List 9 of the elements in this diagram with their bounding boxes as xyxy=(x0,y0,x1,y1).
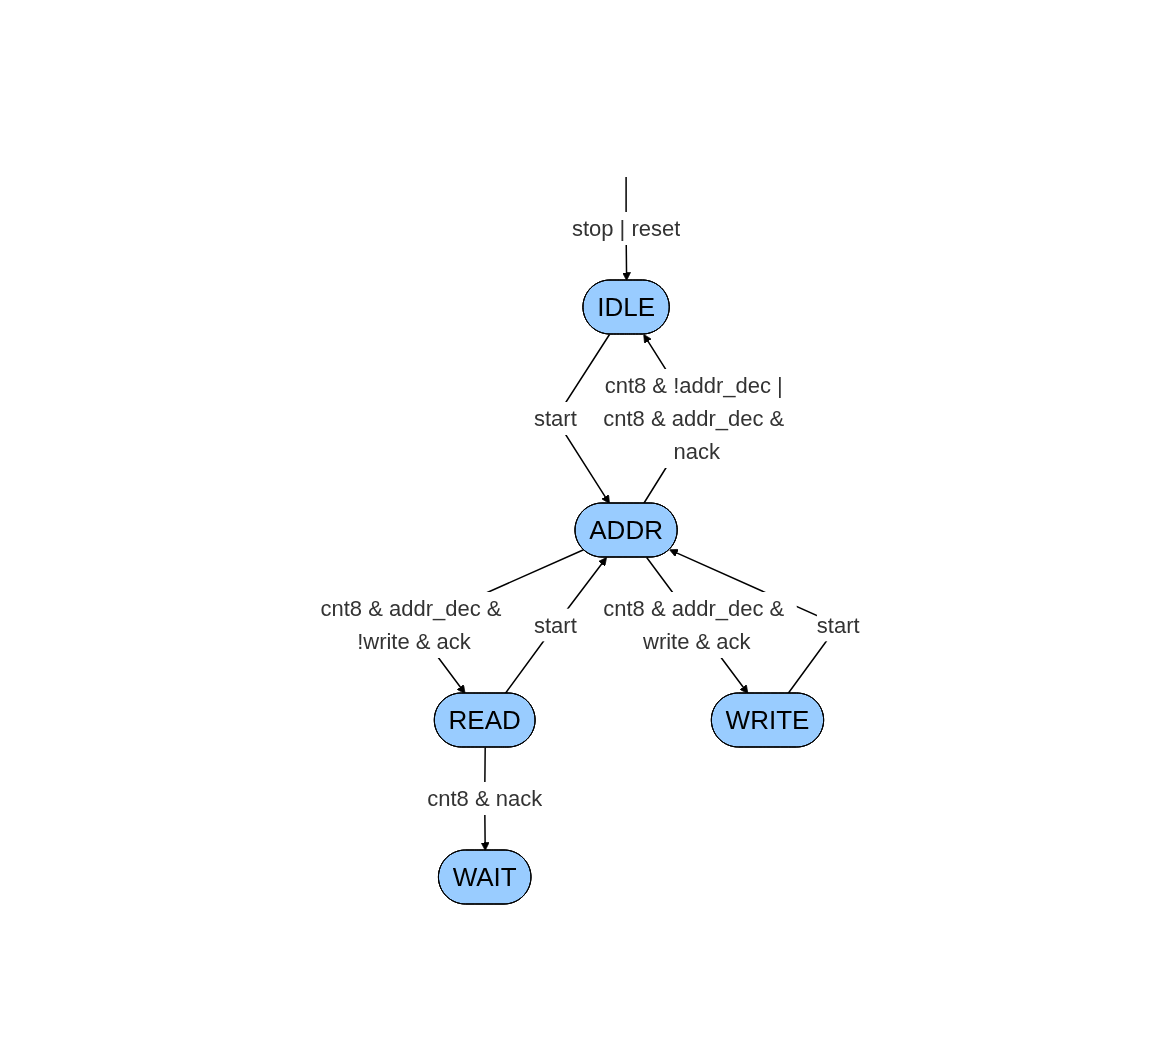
edge-label: cnt8 & addr_dec & write & ack xyxy=(603,595,785,654)
edge-label: stop | reset xyxy=(572,215,681,241)
edge-label: cnt8 & !addr_dec | cnt8 & addr_dec & nack xyxy=(603,372,785,464)
edge-label: start xyxy=(534,405,577,431)
edge-label: start xyxy=(817,612,860,637)
edge-label: cnt8 & nack xyxy=(427,785,543,811)
edge-label: cnt8 & addr_dec & !write & ack xyxy=(320,595,502,654)
arrow xyxy=(504,556,608,694)
edge-label: start xyxy=(534,612,577,637)
